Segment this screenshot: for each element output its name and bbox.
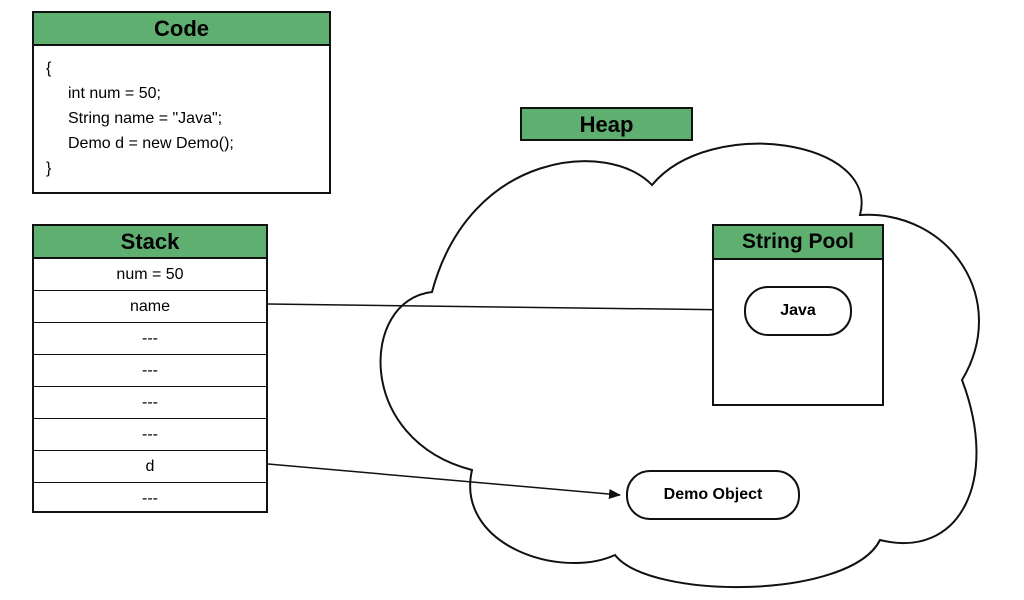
stack-cell: ---: [34, 387, 266, 419]
code-line: String name = "Java";: [68, 110, 223, 127]
stack-title: Stack: [34, 226, 266, 259]
code-line: int num = 50;: [68, 85, 161, 102]
demo-object: Demo Object: [626, 470, 800, 520]
stack-cell: d: [34, 451, 266, 483]
stack-cell: ---: [142, 490, 158, 507]
java-string-object: Java: [744, 286, 852, 336]
code-box: Code { int num = 50; String name = "Java…: [32, 11, 331, 194]
code-line: {: [46, 60, 52, 77]
stack-cell: ---: [34, 355, 266, 387]
stack-cell: num = 50: [34, 259, 266, 291]
stack-cell: ---: [34, 419, 266, 451]
code-title: Code: [34, 13, 329, 46]
stack-cell: name: [34, 291, 266, 323]
string-pool-title: String Pool: [714, 226, 882, 260]
code-lines: { int num = 50; String name = "Java"; De…: [34, 46, 329, 181]
heap-title: Heap: [520, 107, 693, 141]
name-to-java-arrow: [267, 303, 739, 315]
code-line: }: [46, 160, 52, 177]
heap-cloud: [379, 142, 980, 589]
stack-box: Stack num = 50 name --- --- --- --- d --…: [32, 224, 268, 513]
code-line: Demo d = new Demo();: [68, 135, 234, 152]
d-to-demo-object-arrow: [267, 463, 621, 500]
stack-cell: ---: [34, 323, 266, 355]
